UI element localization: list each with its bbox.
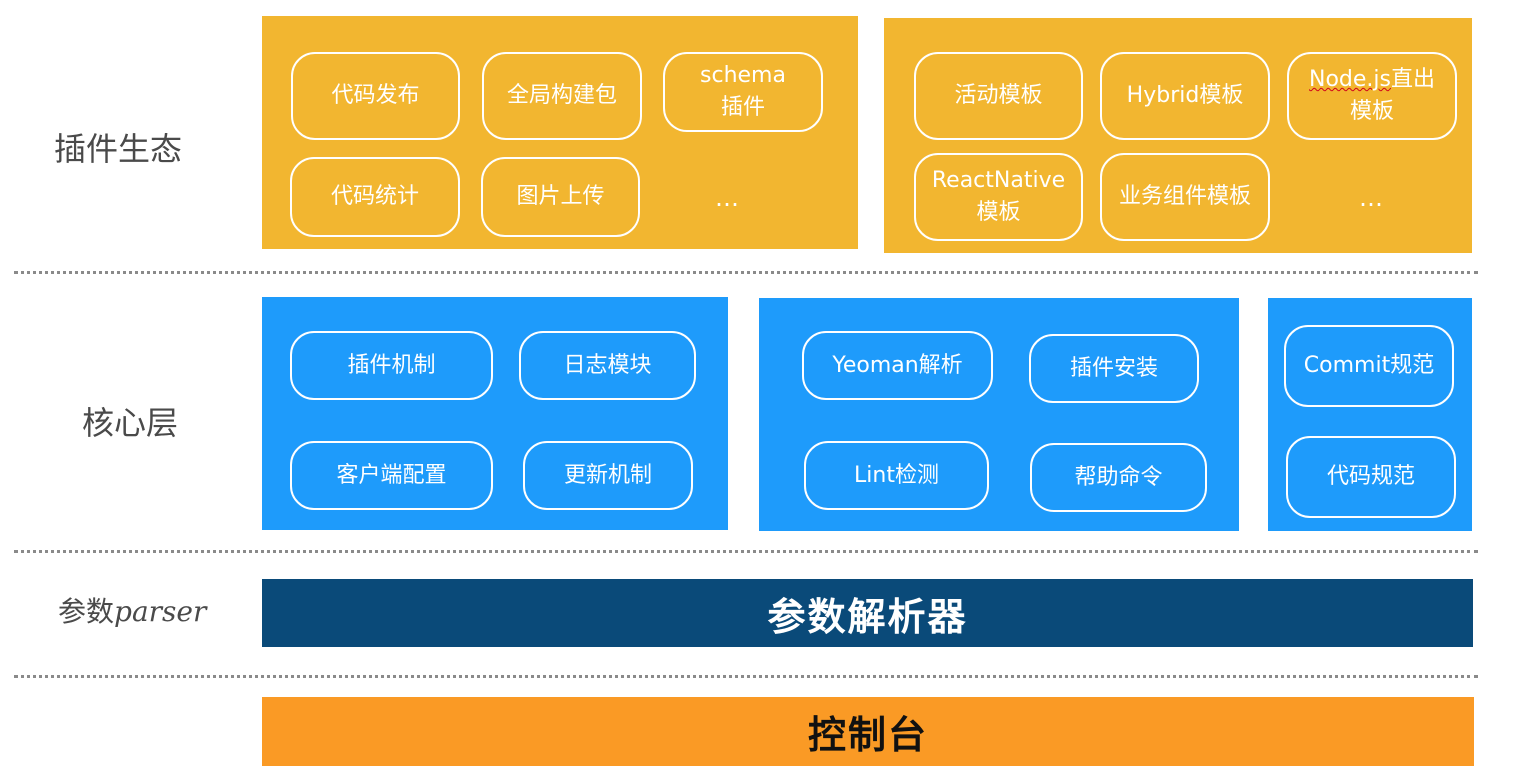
plugin-schema-line1: schema bbox=[700, 63, 786, 88]
console-bar: 控制台 bbox=[262, 697, 1474, 766]
plugins-right-more: … bbox=[1359, 184, 1385, 212]
core-plugin-mechanism: 插件机制 bbox=[290, 331, 493, 400]
plugins-left-more: … bbox=[715, 184, 741, 212]
template-nodejs-direct: Node.js直出 模板 bbox=[1287, 52, 1457, 140]
template-react-native-line2: 模板 bbox=[976, 200, 1021, 225]
template-react-native: ReactNative 模板 bbox=[914, 153, 1083, 241]
plugin-image-upload: 图片上传 bbox=[481, 157, 640, 237]
row-label-parser-main: 参数 bbox=[58, 595, 115, 628]
plugin-code-publish: 代码发布 bbox=[291, 52, 460, 140]
separator-1 bbox=[14, 271, 1478, 274]
core-client-config: 客户端配置 bbox=[290, 441, 493, 510]
plugins-left-panel bbox=[262, 16, 858, 249]
template-business-component: 业务组件模板 bbox=[1100, 153, 1270, 241]
template-nodejs-direct-line2: 模板 bbox=[1349, 99, 1394, 124]
core-help-command: 帮助命令 bbox=[1030, 443, 1207, 512]
separator-2 bbox=[14, 550, 1478, 553]
core-update-mechanism: 更新机制 bbox=[523, 441, 693, 510]
core-lint-check: Lint检测 bbox=[804, 441, 989, 510]
plugin-code-stats: 代码统计 bbox=[290, 157, 460, 237]
core-log-module: 日志模块 bbox=[519, 331, 696, 400]
template-react-native-line1: ReactNative bbox=[931, 168, 1066, 193]
template-hybrid: Hybrid模板 bbox=[1100, 52, 1270, 140]
row-label-parser-italic: parser bbox=[114, 595, 207, 628]
core-yeoman-parse: Yeoman解析 bbox=[802, 331, 993, 400]
plugins-right-panel bbox=[884, 18, 1472, 253]
template-activity: 活动模板 bbox=[914, 52, 1083, 140]
template-nodejs-word: Node.js bbox=[1309, 67, 1391, 92]
plugin-schema: schema 插件 bbox=[663, 52, 823, 132]
template-nodejs-direct-word: 直出 bbox=[1390, 67, 1435, 92]
parser-bar: 参数解析器 bbox=[262, 579, 1473, 647]
core-commit-spec: Commit规范 bbox=[1284, 325, 1454, 407]
core-panel-2 bbox=[759, 298, 1239, 531]
plugin-global-build-package: 全局构建包 bbox=[482, 52, 642, 140]
row-label-plugins: 插件生态 bbox=[54, 130, 183, 168]
core-plugin-install: 插件安装 bbox=[1029, 334, 1199, 403]
separator-3 bbox=[14, 675, 1478, 678]
template-nodejs-direct-line1: Node.js直出 bbox=[1309, 64, 1435, 96]
core-panel-1 bbox=[262, 297, 728, 530]
core-code-spec: 代码规范 bbox=[1286, 436, 1456, 518]
row-label-parser: 参数parser bbox=[58, 590, 206, 630]
plugin-schema-line2: 插件 bbox=[720, 95, 765, 120]
row-label-core: 核心层 bbox=[82, 404, 179, 442]
